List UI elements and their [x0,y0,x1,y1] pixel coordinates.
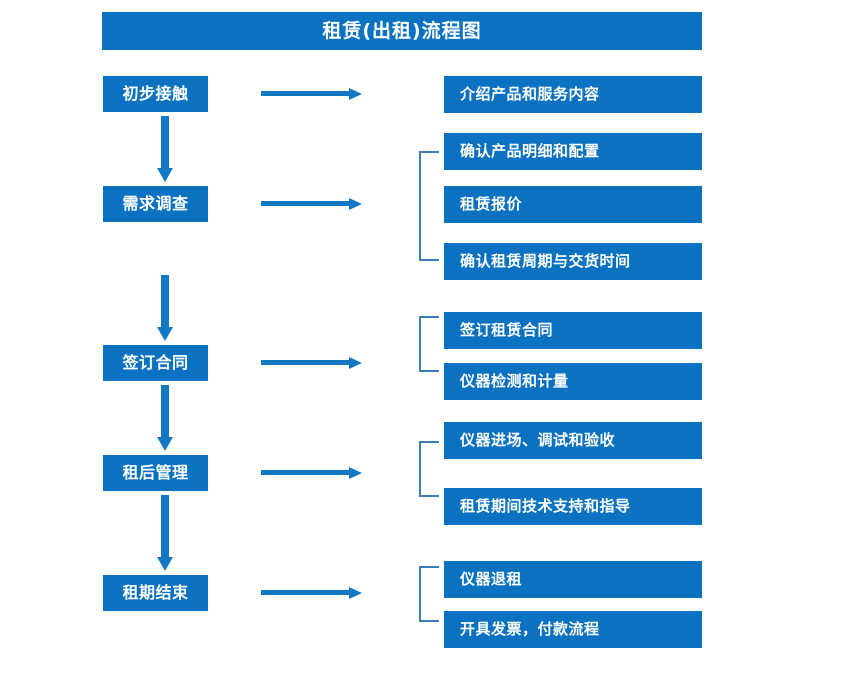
group-bracket-icon [418,441,440,497]
arrow-right-icon [261,465,363,481]
detail-box-仪器进场调试和验收[interactable]: 仪器进场、调试和验收 [444,422,702,459]
stage-box-签订合同[interactable]: 签订合同 [103,345,208,381]
stage-box-需求调查[interactable]: 需求调查 [103,186,208,222]
group-bracket-icon [418,566,440,622]
detail-box-仪器退租[interactable]: 仪器退租 [444,561,702,598]
arrow-right-icon [261,196,363,212]
stage-box-租后管理[interactable]: 租后管理 [103,455,208,491]
detail-box-确认产品明细和配置[interactable]: 确认产品明细和配置 [444,133,702,170]
detail-box-签订租赁合同[interactable]: 签订租赁合同 [444,312,702,349]
group-bracket-icon [418,316,440,372]
detail-box-租赁期间技术支持和指导[interactable]: 租赁期间技术支持和指导 [444,488,702,525]
stage-box-租期结束[interactable]: 租期结束 [103,575,208,611]
arrow-down-icon [154,116,176,184]
arrow-down-icon [154,495,176,573]
detail-box-租赁报价[interactable]: 租赁报价 [444,186,702,223]
arrow-right-icon [261,355,363,371]
arrow-down-icon [154,275,176,343]
detail-box-开具发票付款流程[interactable]: 开具发票，付款流程 [444,611,702,648]
detail-box-仪器检测和计量[interactable]: 仪器检测和计量 [444,363,702,400]
arrow-right-icon [261,86,363,102]
group-bracket-icon [418,151,440,261]
page-title: 租赁(出租)流程图 [102,12,702,50]
detail-box-确认租赁周期与交货时间[interactable]: 确认租赁周期与交货时间 [444,243,702,280]
detail-box-介绍产品和服务内容[interactable]: 介绍产品和服务内容 [444,76,702,113]
arrow-right-icon [261,585,363,601]
arrow-down-icon [154,385,176,453]
stage-box-初步接触[interactable]: 初步接触 [103,76,208,112]
